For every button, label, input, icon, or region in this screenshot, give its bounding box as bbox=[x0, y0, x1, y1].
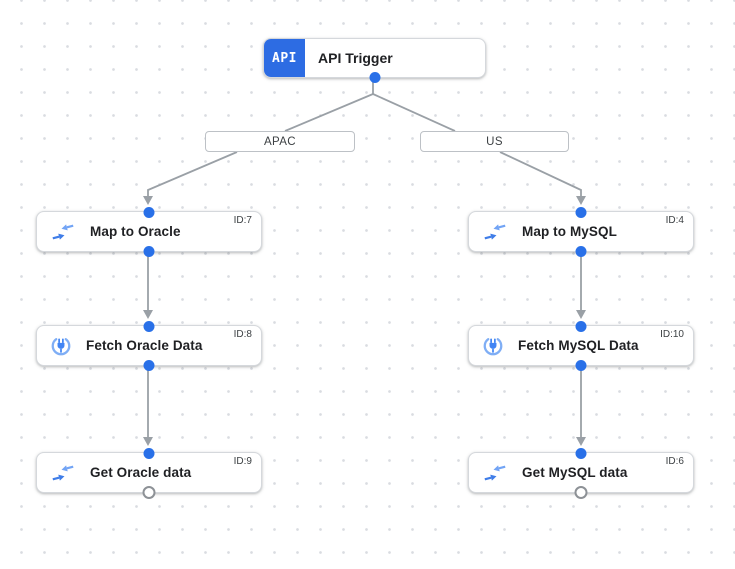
task-id-label: ID:4 bbox=[665, 215, 684, 226]
output-port-dot[interactable] bbox=[369, 71, 380, 83]
output-port-dot[interactable] bbox=[575, 359, 587, 371]
task-title: Fetch Oracle Data bbox=[86, 338, 203, 353]
edge-label-apac[interactable]: APAC bbox=[205, 131, 355, 152]
connector-icon bbox=[51, 337, 71, 355]
data-mapping-icon bbox=[484, 223, 506, 240]
data-mapping-icon bbox=[52, 223, 74, 240]
task-node-fetch-oracle-data[interactable]: ID:8 Fetch Oracle Data bbox=[36, 320, 262, 371]
trigger-node-api[interactable]: API API Trigger bbox=[263, 38, 486, 83]
task-node-map-to-oracle[interactable]: ID:7 Map to Oracle bbox=[36, 206, 262, 257]
input-port-dot[interactable] bbox=[575, 320, 587, 332]
task-id-label: ID:10 bbox=[660, 329, 684, 340]
edge-trigger-to-us bbox=[372, 93, 456, 132]
task-node-map-to-mysql[interactable]: ID:4 Map to MySQL bbox=[468, 206, 694, 257]
output-port-dot[interactable] bbox=[575, 245, 587, 257]
input-port-dot[interactable] bbox=[143, 447, 155, 459]
edge-trigger-to-apac bbox=[284, 93, 374, 132]
task-title: Map to MySQL bbox=[522, 224, 617, 239]
end-port-dot[interactable] bbox=[142, 485, 156, 499]
data-mapping-icon bbox=[52, 464, 74, 481]
task-node-get-mysql-data[interactable]: ID:6 Get MySQL data bbox=[468, 447, 694, 499]
input-port-dot[interactable] bbox=[575, 206, 587, 218]
output-port-dot[interactable] bbox=[143, 359, 155, 371]
connector-icon bbox=[483, 337, 503, 355]
task-id-label: ID:9 bbox=[233, 456, 252, 467]
input-port-dot[interactable] bbox=[143, 320, 155, 332]
input-port-dot[interactable] bbox=[143, 206, 155, 218]
data-mapping-icon bbox=[484, 464, 506, 481]
edge-us-to-map-mysql bbox=[499, 151, 586, 205]
task-title: Fetch MySQL Data bbox=[518, 338, 639, 353]
task-title: Get MySQL data bbox=[522, 465, 628, 480]
edge-label-us[interactable]: US bbox=[420, 131, 569, 152]
task-node-get-oracle-data[interactable]: ID:9 Get Oracle data bbox=[36, 447, 262, 499]
api-badge: API bbox=[264, 39, 305, 77]
task-id-label: ID:8 bbox=[233, 329, 252, 340]
input-port-dot[interactable] bbox=[575, 447, 587, 459]
edge-apac-to-map-oracle bbox=[143, 151, 238, 205]
task-node-fetch-mysql-data[interactable]: ID:10 Fetch MySQL Data bbox=[468, 320, 694, 371]
trigger-title: API Trigger bbox=[318, 50, 393, 66]
end-port-dot[interactable] bbox=[574, 485, 588, 499]
task-title: Map to Oracle bbox=[90, 224, 181, 239]
task-id-label: ID:6 bbox=[665, 456, 684, 467]
task-title: Get Oracle data bbox=[90, 465, 192, 480]
output-port-dot[interactable] bbox=[143, 245, 155, 257]
task-id-label: ID:7 bbox=[233, 215, 252, 226]
